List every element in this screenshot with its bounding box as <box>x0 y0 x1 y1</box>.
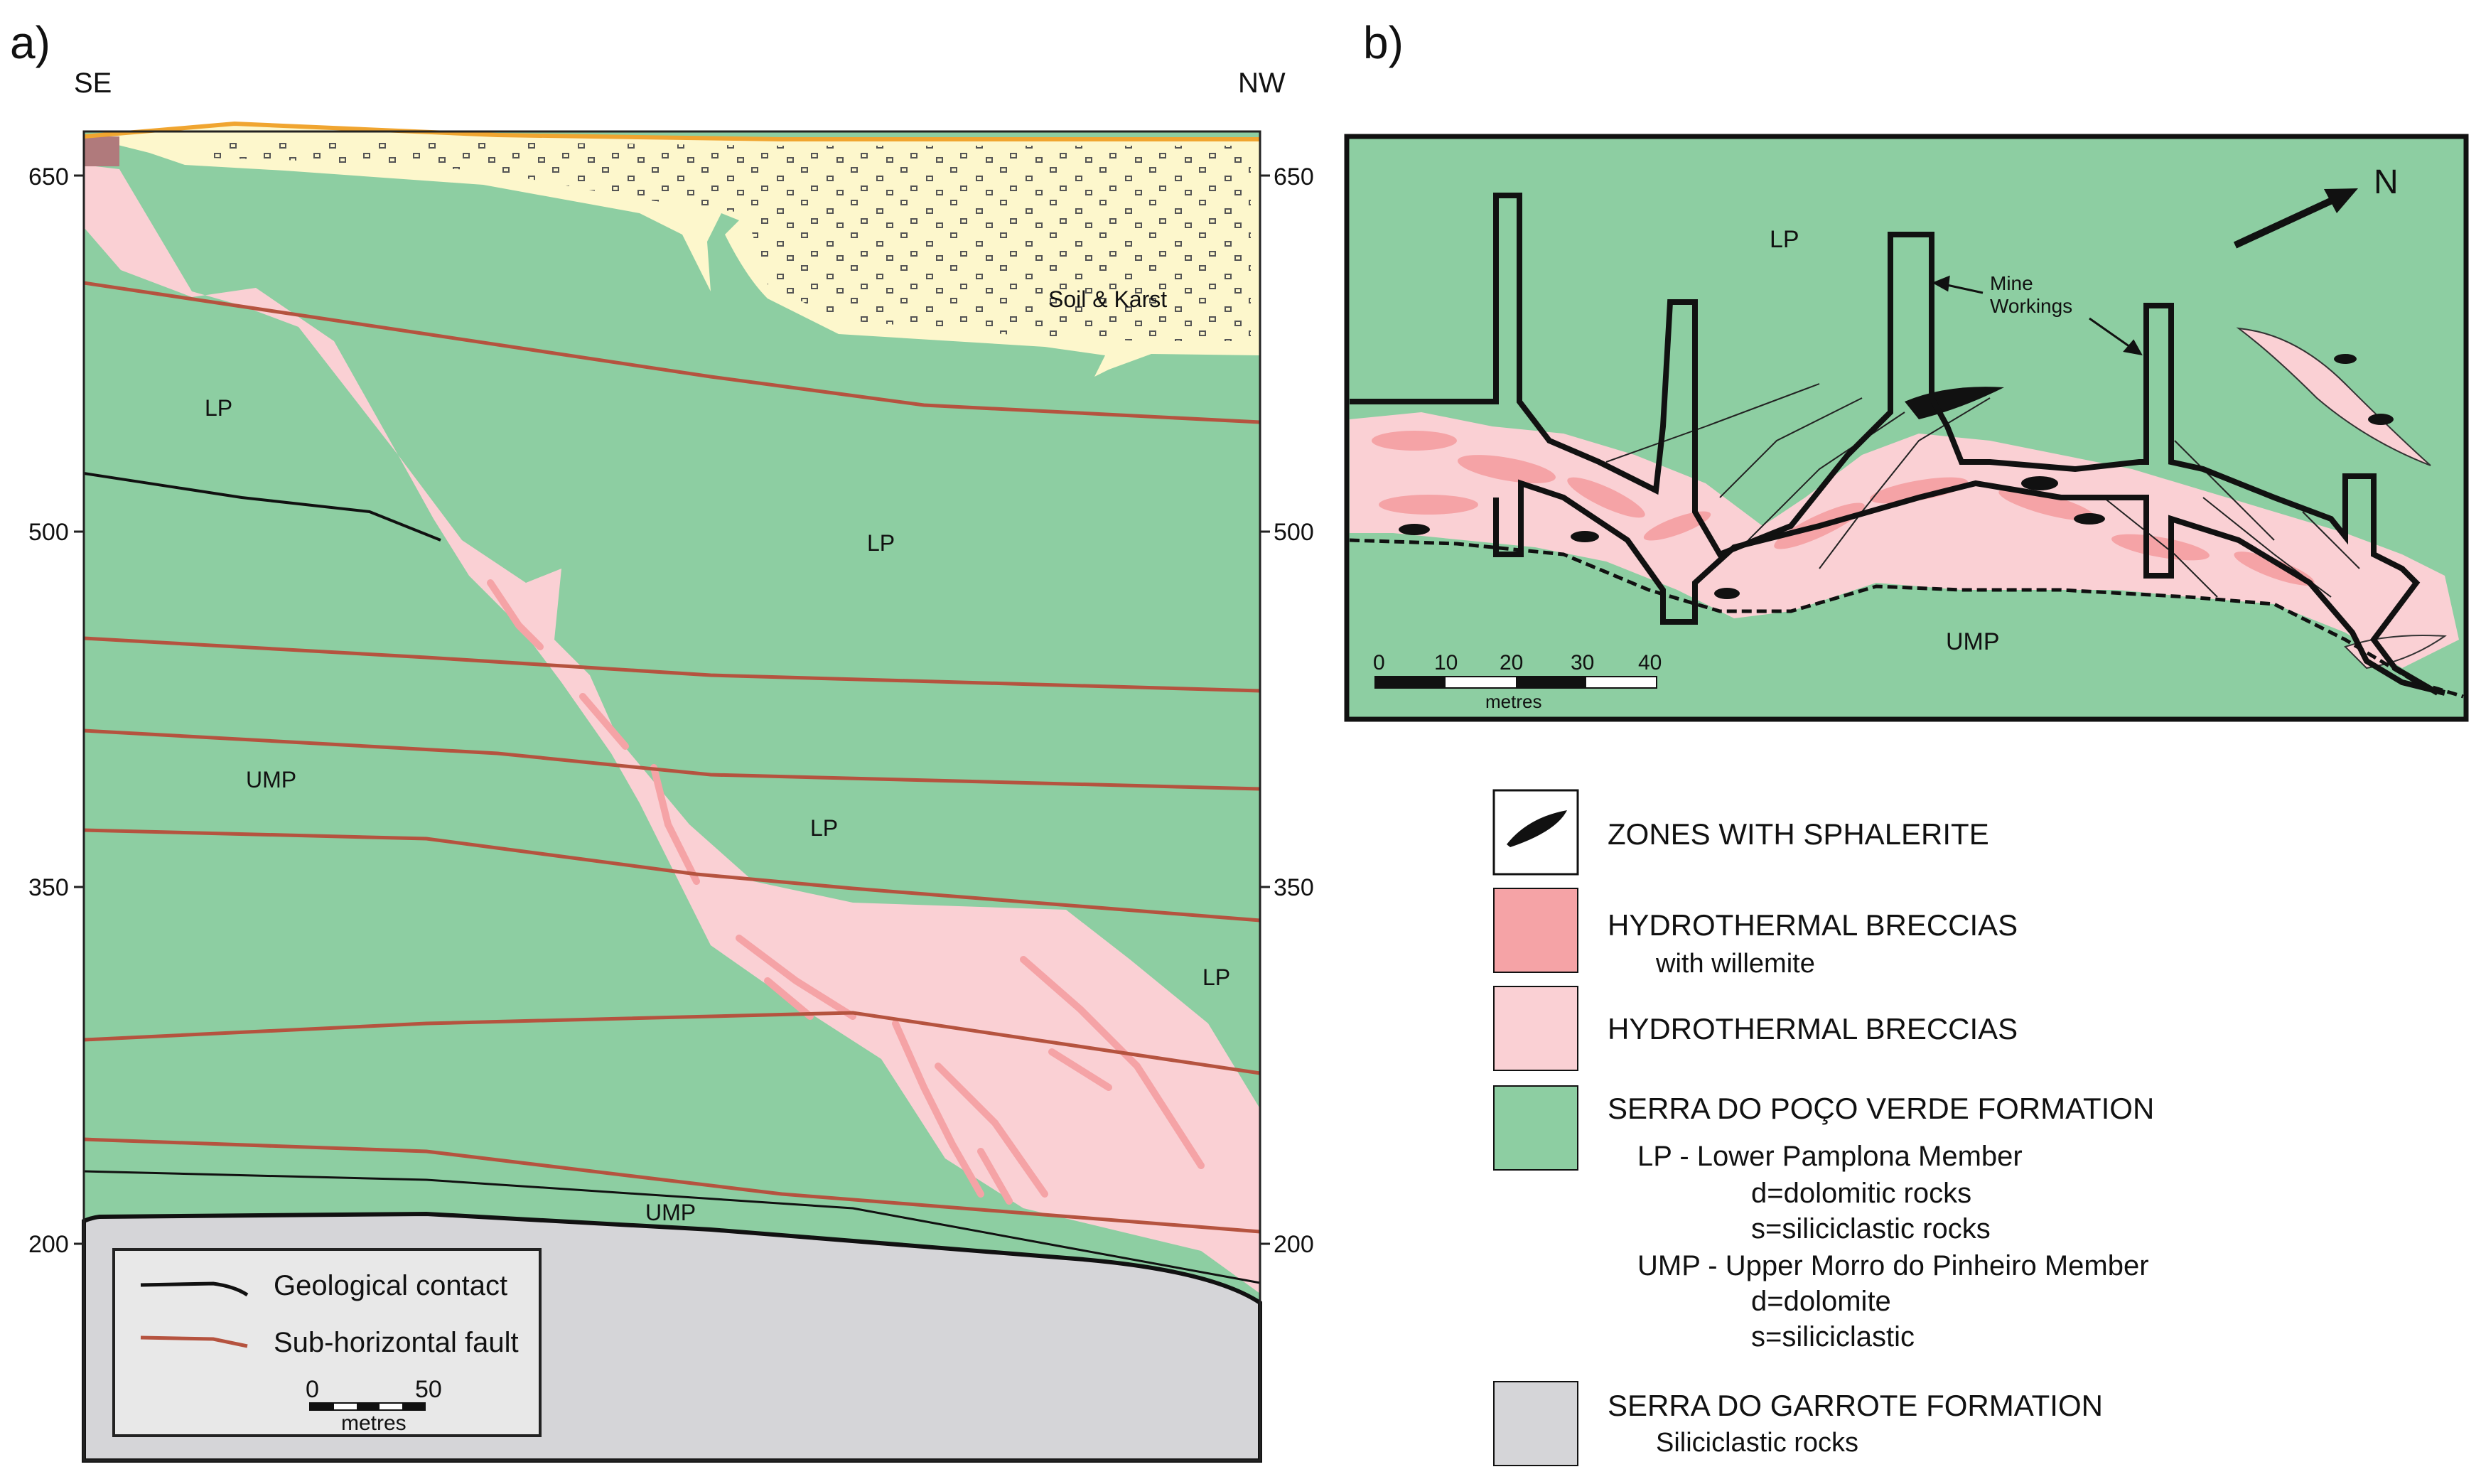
mine-workings-outline <box>1350 193 2440 696</box>
legend-lp-line: LP - Lower Pamplona Member <box>1637 1141 2023 1172</box>
y-tick-650-left: 650 <box>28 163 69 190</box>
willemite-streaks <box>487 579 1205 1205</box>
contact-lower <box>83 1170 1261 1284</box>
sub-horizontal-faults <box>83 281 1261 1234</box>
map-fractures <box>1605 383 2360 598</box>
legend-spv: SERRA DO POÇO VERDE FORMATION <box>1608 1092 2154 1125</box>
legend-ump-s: s=siliciclastic <box>1751 1321 1915 1353</box>
legend-sphalerite: ZONES WITH SPHALERITE <box>1608 817 1989 851</box>
contact-upper <box>83 472 441 542</box>
map-scale-20: 20 <box>1500 651 1523 674</box>
soil-karst-label: Soil & Karst <box>1048 286 1167 312</box>
legend-lp-d: d=dolomitic rocks <box>1751 1178 1971 1209</box>
y-tick-350-right: 350 <box>1274 874 1314 901</box>
scale-end: 50 <box>415 1376 442 1403</box>
unit-label-lp-3: LP <box>810 815 838 841</box>
topo-line <box>83 121 1260 141</box>
map-scale-10: 10 <box>1434 651 1458 674</box>
unit-label-lp-1: LP <box>205 395 232 421</box>
mine-workings-lower <box>1493 479 2445 696</box>
north-arrow: N <box>2233 163 2399 249</box>
legend-swatch-breccia <box>1493 986 1578 1071</box>
legend-breccia-will-1: HYDROTHERMAL BRECCIAS <box>1608 908 2018 942</box>
legend-breccia: HYDROTHERMAL BRECCIAS <box>1608 1012 2018 1045</box>
soil-dots <box>206 142 1251 341</box>
unit-label-lp-2: LP <box>867 530 895 556</box>
section-frame <box>82 130 1261 1462</box>
map-background <box>1344 134 2469 722</box>
legend-garrote-sub: Siliciclastic rocks <box>1656 1428 1858 1458</box>
map-scale-40: 40 <box>1638 651 1662 674</box>
unit-label-ump-2: UMP <box>645 1200 696 1225</box>
y-tick-500-right: 500 <box>1274 519 1314 546</box>
legend-swatch-spv <box>1493 1085 1578 1171</box>
unit-label-lp-4: LP <box>1202 964 1230 990</box>
panel-a-label: a) <box>10 17 50 68</box>
main-legend: ZONES WITH SPHALERITE HYDROTHERMAL BRECC… <box>1492 789 2154 1466</box>
plan-map-panel: b) <box>1344 17 2469 722</box>
cross-section-panel: a) SE NW <box>10 17 1314 1463</box>
map-ump-contact <box>1349 538 2464 699</box>
fault-legend-line <box>140 1335 248 1348</box>
legend-swatch-willemite <box>1493 888 1578 973</box>
y-tick-650-right: 650 <box>1274 163 1314 190</box>
mine-workings-label-2: Workings <box>1990 295 2072 317</box>
legend-lp-s: s=siliciclastic rocks <box>1751 1213 1991 1244</box>
legend-swatch-garrote <box>1493 1381 1578 1466</box>
map-lp-label: LP <box>1770 226 1799 253</box>
nw-label: NW <box>1238 68 1286 99</box>
map-outlier-lens <box>2236 327 2431 466</box>
map-scale-30: 30 <box>1571 651 1594 674</box>
panel-b-label: b) <box>1363 17 1404 68</box>
scale-unit: metres <box>341 1412 407 1435</box>
contact-legend-label: Geological contact <box>274 1270 507 1301</box>
willemite-patch <box>84 136 119 166</box>
scale-start: 0 <box>306 1376 319 1403</box>
contact-legend-line <box>140 1281 249 1297</box>
axis-ticks <box>74 174 1270 1245</box>
y-tick-200-right: 200 <box>1274 1231 1314 1258</box>
sphalerite-swatch-icon <box>1507 810 1567 847</box>
north-label: N <box>2374 163 2399 201</box>
scale-bar <box>309 1402 426 1411</box>
map-scale-bar <box>1374 676 1657 689</box>
y-tick-500-left: 500 <box>28 519 69 546</box>
map-scale-unit: metres <box>1485 691 1541 712</box>
unit-label-ump-1: UMP <box>246 767 296 792</box>
legend-breccia-will-2: with willemite <box>1655 949 1815 979</box>
map-ump-label: UMP <box>1946 628 2000 655</box>
y-tick-350-left: 350 <box>28 874 69 901</box>
y-tick-200-left: 200 <box>28 1231 69 1258</box>
breccia-body <box>84 165 1260 1294</box>
legend-ump-line: UMP - Upper Morro do Pinheiro Member <box>1637 1250 2149 1281</box>
se-label: SE <box>74 68 112 99</box>
fault-legend-label: Sub-horizontal fault <box>274 1327 519 1358</box>
mine-workings-label-1: Mine <box>1990 272 2033 294</box>
mine-workings-arrows <box>1932 275 2143 356</box>
map-scale-0: 0 <box>1373 651 1385 674</box>
section-legend: Geological contact Sub-horizontal fault … <box>112 1248 542 1437</box>
legend-ump-d: d=dolomite <box>1751 1286 1891 1317</box>
legend-garrote: SERRA DO GARROTE FORMATION <box>1608 1389 2103 1422</box>
